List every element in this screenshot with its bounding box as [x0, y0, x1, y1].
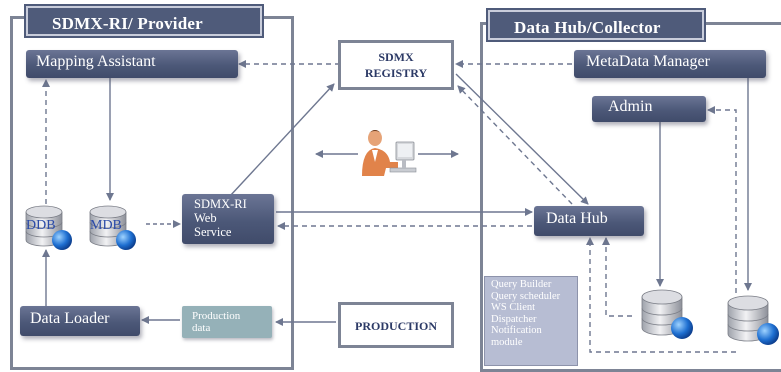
production-data-line-1: Production — [192, 310, 241, 322]
tool-item: Query Builder — [491, 279, 552, 290]
mdb-database-icon — [89, 205, 136, 250]
ddb-label: DDB — [26, 218, 56, 233]
admin-box: Admin — [592, 96, 706, 122]
tool-item: Notification — [491, 325, 542, 336]
mapping-assistant-box: Mapping Assistant — [26, 50, 238, 78]
data-loader-box: Data Loader — [20, 306, 140, 336]
ddb-database-icon — [25, 205, 72, 250]
database-globe-icon — [641, 289, 693, 339]
sdmx-registry-box: SDMX REGISTRY — [338, 40, 454, 90]
web-service-line-2: Web — [194, 211, 217, 225]
web-service-line-3: Service — [194, 225, 232, 239]
provider-title: SDMX-RI/ Provider — [26, 6, 262, 36]
mdb-label: MDB — [90, 218, 122, 233]
tool-item: Dispatcher — [491, 313, 537, 325]
sdmx-ri-web-service-box: SDMX-RI Web Service — [182, 194, 274, 244]
person-at-computer-icon — [362, 130, 417, 176]
database-globe-icon — [727, 295, 779, 345]
tool-item: module — [491, 336, 523, 348]
tool-item: Query scheduler — [491, 290, 561, 302]
production-data-line-2: data — [192, 322, 211, 334]
hub-tools-list: Query Builder Query scheduler WS Client … — [484, 276, 578, 366]
production-data-box: Production data — [182, 306, 272, 338]
web-service-line-1: SDMX-RI — [194, 197, 247, 211]
registry-line-1: SDMX — [378, 50, 414, 64]
tool-item: WS Client — [491, 302, 536, 313]
production-box: PRODUCTION — [338, 302, 454, 348]
registry-line-2: REGISTRY — [364, 66, 428, 80]
metadata-manager-box: MetaData Manager — [574, 50, 766, 78]
collector-title: Data Hub/Collector — [488, 10, 704, 40]
data-hub-box: Data Hub — [534, 206, 644, 236]
